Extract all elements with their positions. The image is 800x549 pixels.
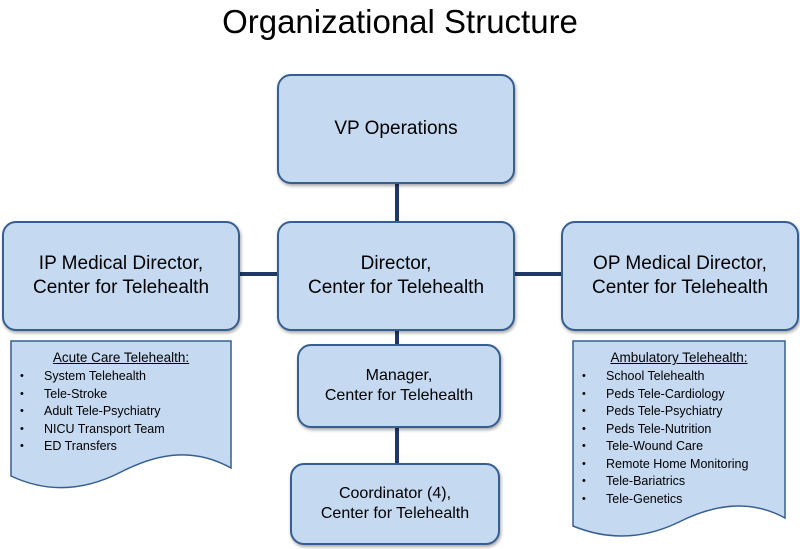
list-item: School Telehealth (572, 368, 786, 386)
connector-director-op (514, 272, 562, 276)
ambulatory-heading: Ambulatory Telehealth: (610, 350, 748, 365)
list-item: NICU Transport Team (10, 421, 232, 439)
op-medical-director-title: OP Medical Director, (593, 253, 767, 275)
ip-medical-director-box: IP Medical Director, Center for Teleheal… (2, 221, 240, 331)
coordinator-subtitle: Center for Telehealth (320, 505, 470, 522)
list-item: Tele-Stroke (10, 386, 232, 404)
connector-vp-director (395, 184, 399, 222)
connector-director-manager (395, 331, 399, 345)
list-item: Peds Tele-Psychiatry (572, 403, 786, 421)
vp-operations-label: VP Operations (334, 118, 458, 140)
op-medical-director-box: OP Medical Director, Center for Teleheal… (561, 221, 799, 331)
list-item: ED Transfers (10, 438, 232, 456)
manager-box: Manager, Center for Telehealth (297, 344, 501, 428)
director-box: Director, Center for Telehealth (277, 221, 515, 331)
ambulatory-list: School Telehealth Peds Tele-Cardiology P… (572, 368, 786, 508)
diagram-title: Organizational Structure (222, 3, 578, 40)
vp-operations-box: VP Operations (277, 74, 515, 184)
ip-medical-director-subtitle: Center for Telehealth (32, 277, 210, 298)
list-item: Tele-Genetics (572, 491, 786, 509)
acute-care-heading: Acute Care Telehealth: (52, 350, 190, 365)
list-item: Adult Tele-Psychiatry (10, 403, 232, 421)
connector-ip-director (240, 272, 278, 276)
list-item: Peds Tele-Nutrition (572, 421, 786, 439)
coordinator-box: Coordinator (4), Center for Telehealth (290, 463, 500, 545)
coordinator-title: Coordinator (4), (338, 485, 452, 502)
list-item: Tele-Bariatrics (572, 473, 786, 491)
acute-care-list: System Telehealth Tele-Stroke Adult Tele… (10, 368, 232, 456)
acute-care-telehealth-panel: Acute Care Telehealth: System Telehealth… (10, 340, 232, 490)
ambulatory-telehealth-panel: Ambulatory Telehealth: School Telehealth… (572, 340, 786, 539)
director-subtitle: Center for Telehealth (307, 277, 485, 298)
list-item: Tele-Wound Care (572, 438, 786, 456)
list-item: Remote Home Monitoring (572, 456, 786, 474)
op-medical-director-subtitle: Center for Telehealth (591, 277, 769, 298)
manager-subtitle: Center for Telehealth (324, 387, 474, 404)
director-title: Director, (360, 253, 432, 275)
manager-title: Manager, (365, 367, 433, 384)
list-item: Peds Tele-Cardiology (572, 386, 786, 404)
ip-medical-director-title: IP Medical Director, (38, 253, 204, 275)
list-item: System Telehealth (10, 368, 232, 386)
connector-manager-coordinator (395, 428, 399, 464)
